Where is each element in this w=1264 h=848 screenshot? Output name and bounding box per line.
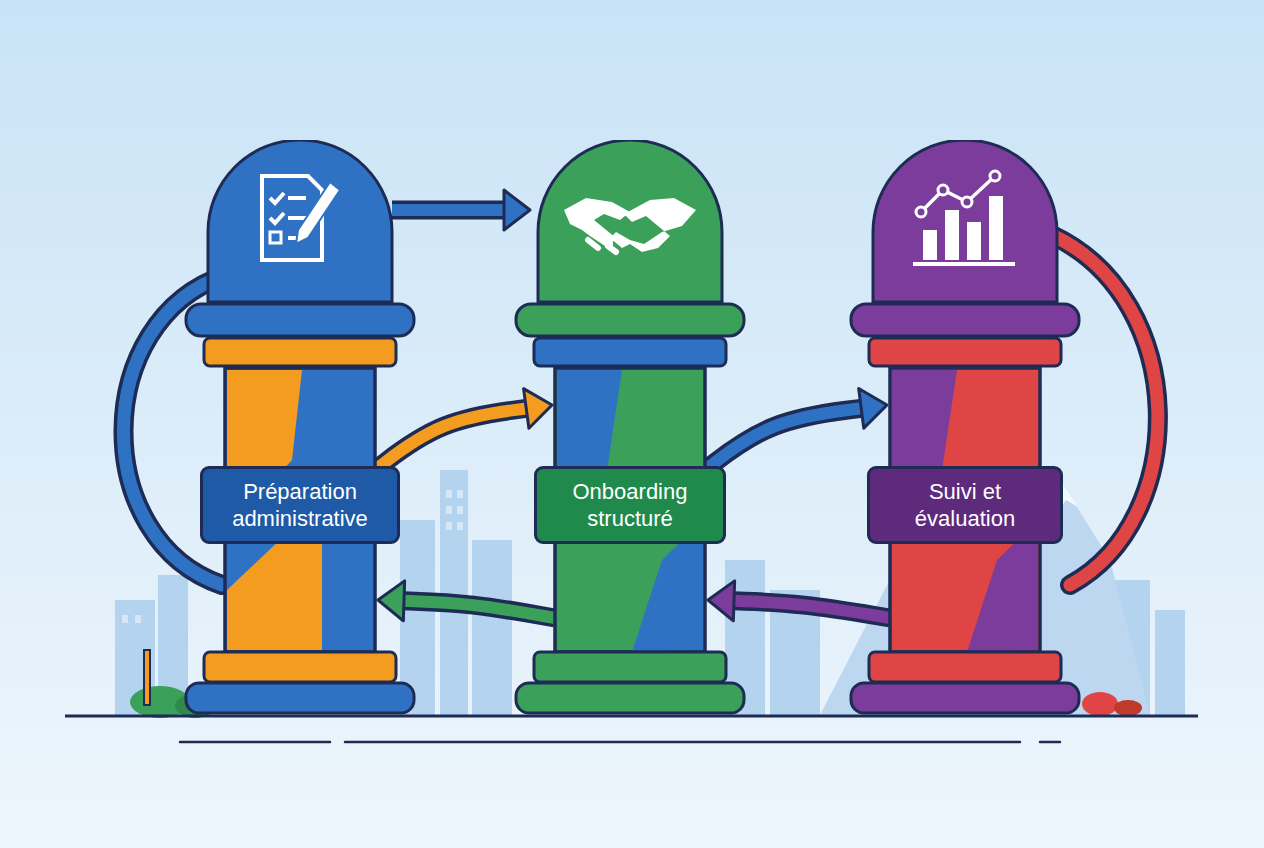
flow-arrow [392, 190, 530, 230]
arrow-head [524, 389, 552, 429]
flow-arrow [708, 581, 890, 621]
pillar-shape [182, 140, 418, 715]
arrow-body [392, 204, 504, 216]
arrow-body [705, 408, 861, 470]
arrow-head [378, 581, 405, 621]
pillar-shape [512, 140, 748, 715]
pillar: Onboarding structuré [512, 140, 748, 715]
arrow-body [375, 408, 526, 470]
ground-dashes [180, 741, 1060, 744]
ground-line [65, 715, 1198, 718]
arrow-head [504, 190, 530, 230]
pillar: Préparation administrative [182, 140, 418, 715]
arrow-head [859, 388, 887, 428]
arrow-outline [375, 408, 526, 470]
bushes [130, 650, 1142, 718]
pillar-icon [913, 171, 1015, 264]
arrow-body [404, 601, 555, 618]
flow-arrow [375, 389, 552, 470]
arrow-outline [392, 201, 504, 220]
arrow-outline [404, 601, 555, 618]
pillar-icon [262, 176, 340, 260]
pillar-icon [564, 198, 696, 252]
arrow-outline [705, 408, 861, 470]
pillar-label: Préparation administrative [200, 466, 400, 544]
arrow-outline [734, 601, 890, 618]
pillar-label: Suivi et évaluation [867, 466, 1063, 544]
pillar-shape [847, 140, 1083, 715]
pillar-label: Onboarding structuré [534, 466, 726, 544]
pillar: Suivi et évaluation [847, 140, 1083, 715]
arrow-body [734, 601, 890, 618]
flow-arrow [705, 388, 887, 470]
flow-arrow [378, 581, 555, 621]
arrow-head [708, 581, 735, 621]
